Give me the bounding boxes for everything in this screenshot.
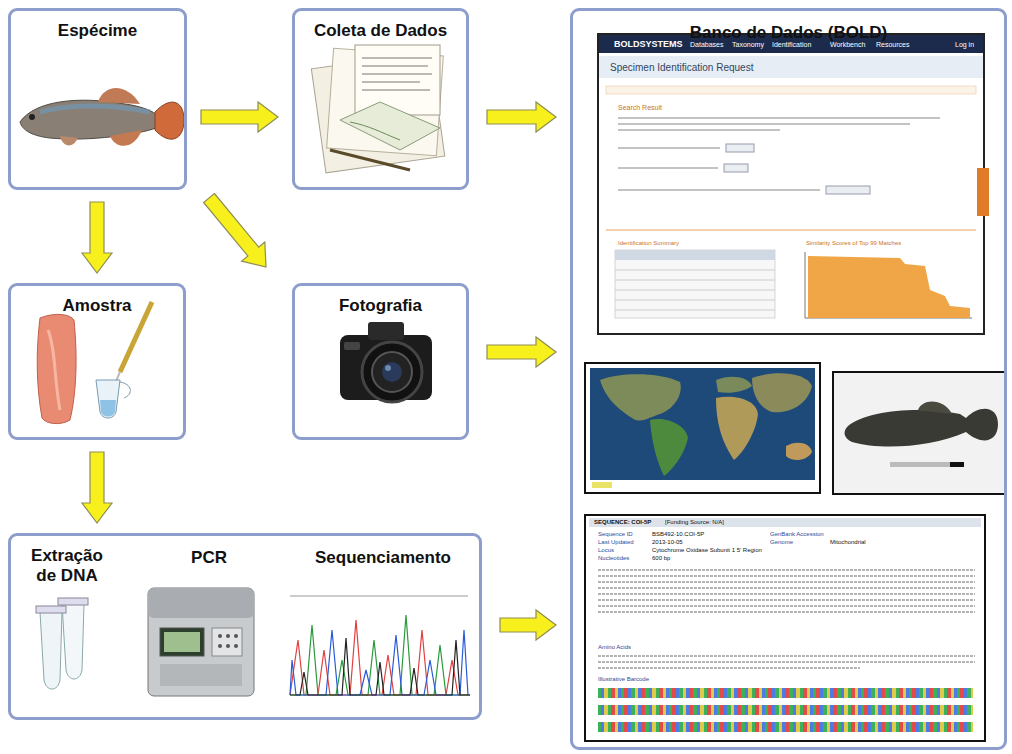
screenshot-text: [Funding Source: N/A] bbox=[665, 519, 724, 526]
screenshot-text: Workbench bbox=[830, 41, 865, 49]
screenshot-text: Sequence ID bbox=[598, 531, 633, 538]
sample-box: Amostra bbox=[8, 283, 186, 440]
thermocycler-illustration bbox=[148, 588, 254, 696]
chromatogram-illustration bbox=[286, 586, 472, 702]
screenshot-text: Cytochrome Oxidase Subunit 1 5' Region bbox=[652, 547, 762, 554]
flow-arrow bbox=[201, 102, 278, 132]
screenshot-text: Locus bbox=[598, 547, 614, 554]
screenshot-text: 600 bp bbox=[652, 555, 670, 562]
screenshot-text: Amino Acids bbox=[598, 644, 631, 651]
sequence-screenshot bbox=[585, 515, 985, 741]
screenshot-text: 2013-10-05 bbox=[652, 539, 683, 546]
box-heading: Extração de DNA bbox=[21, 546, 113, 587]
flow-arrow bbox=[487, 337, 556, 367]
screenshot-text: Search Result bbox=[618, 104, 662, 112]
screenshot-text: GenBank Accession bbox=[770, 531, 824, 538]
specimen-box: Espécime bbox=[8, 8, 187, 190]
screenshot-text: Log in bbox=[955, 41, 974, 49]
box-heading: Fotografia bbox=[295, 296, 466, 316]
screenshot-text: Nucleotides bbox=[598, 555, 629, 562]
screenshot-text: Taxonomy bbox=[732, 41, 764, 49]
screenshot-text: Illustrative Barcode bbox=[598, 676, 649, 683]
screenshot-text: Specimen Identification Request bbox=[610, 62, 753, 73]
screenshot-text: Last Updated bbox=[598, 539, 634, 546]
screenshot-text: BOLDSYSTEMS bbox=[614, 40, 683, 50]
fish-illustration bbox=[20, 88, 184, 146]
screenshot-text: Mitochondrial bbox=[830, 539, 866, 546]
tissue-sample-illustration bbox=[37, 302, 152, 424]
flow-arrow bbox=[82, 202, 112, 273]
bold-screenshot bbox=[598, 34, 989, 334]
flow-arrow bbox=[204, 194, 266, 268]
data-collection-box: Coleta de Dados bbox=[292, 8, 469, 190]
tube-illustration bbox=[36, 598, 88, 689]
screenshot-text: Identification Summary bbox=[618, 240, 679, 247]
flow-arrow bbox=[82, 452, 112, 523]
box-heading: Amostra bbox=[11, 296, 183, 316]
screenshot-text: Identification bbox=[772, 41, 811, 49]
database-box: Banco de Dados (BOLD) bbox=[570, 8, 1007, 750]
field-notes-illustration bbox=[311, 45, 444, 173]
screenshot-text: Genome bbox=[770, 539, 793, 546]
screenshot-text: Resources bbox=[876, 41, 909, 49]
box-heading: PCR bbox=[161, 548, 257, 568]
screenshot-text: Databases bbox=[690, 41, 723, 49]
screenshot-text: SEQUENCE: COI-5P bbox=[594, 519, 651, 526]
world-map-illustration bbox=[585, 363, 820, 493]
box-heading: Sequenciamento bbox=[293, 548, 473, 568]
box-heading: Espécime bbox=[11, 21, 184, 41]
specimen-photo bbox=[833, 372, 1005, 494]
flow-arrow bbox=[500, 610, 556, 640]
flow-arrow bbox=[487, 102, 556, 132]
screenshot-text: Similarity Scores of Top 99 Matches bbox=[806, 240, 901, 247]
camera-illustration bbox=[340, 322, 432, 402]
lab-process-box: Extração de DNA PCR Sequenciamento bbox=[8, 533, 482, 720]
box-heading: Coleta de Dados bbox=[295, 21, 466, 41]
photo-box: Fotografia bbox=[292, 283, 469, 440]
screenshot-text: BSB492-10.COI-5P bbox=[652, 531, 704, 538]
